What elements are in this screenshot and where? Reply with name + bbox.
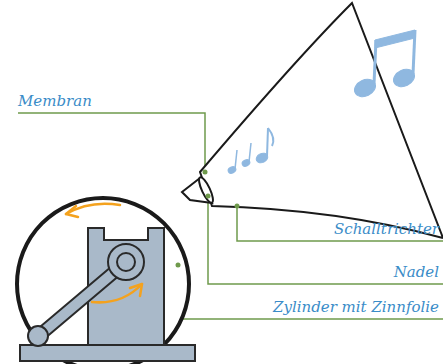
leader-dot <box>176 263 181 268</box>
part-label: Schalltrichter <box>334 220 439 238</box>
leader-dot <box>203 170 208 175</box>
part-label: Nadel <box>394 263 439 281</box>
stand <box>20 228 195 361</box>
membrane <box>196 176 215 205</box>
part-label: Zylinder mit Zinnfolie <box>273 298 439 316</box>
leader-dot <box>206 194 211 199</box>
horn <box>200 3 443 238</box>
part-label: Membran <box>18 92 92 110</box>
cylinder <box>17 198 189 364</box>
music-notes <box>227 30 417 174</box>
rotation-arrows <box>66 204 142 303</box>
leader-dot <box>235 204 240 209</box>
